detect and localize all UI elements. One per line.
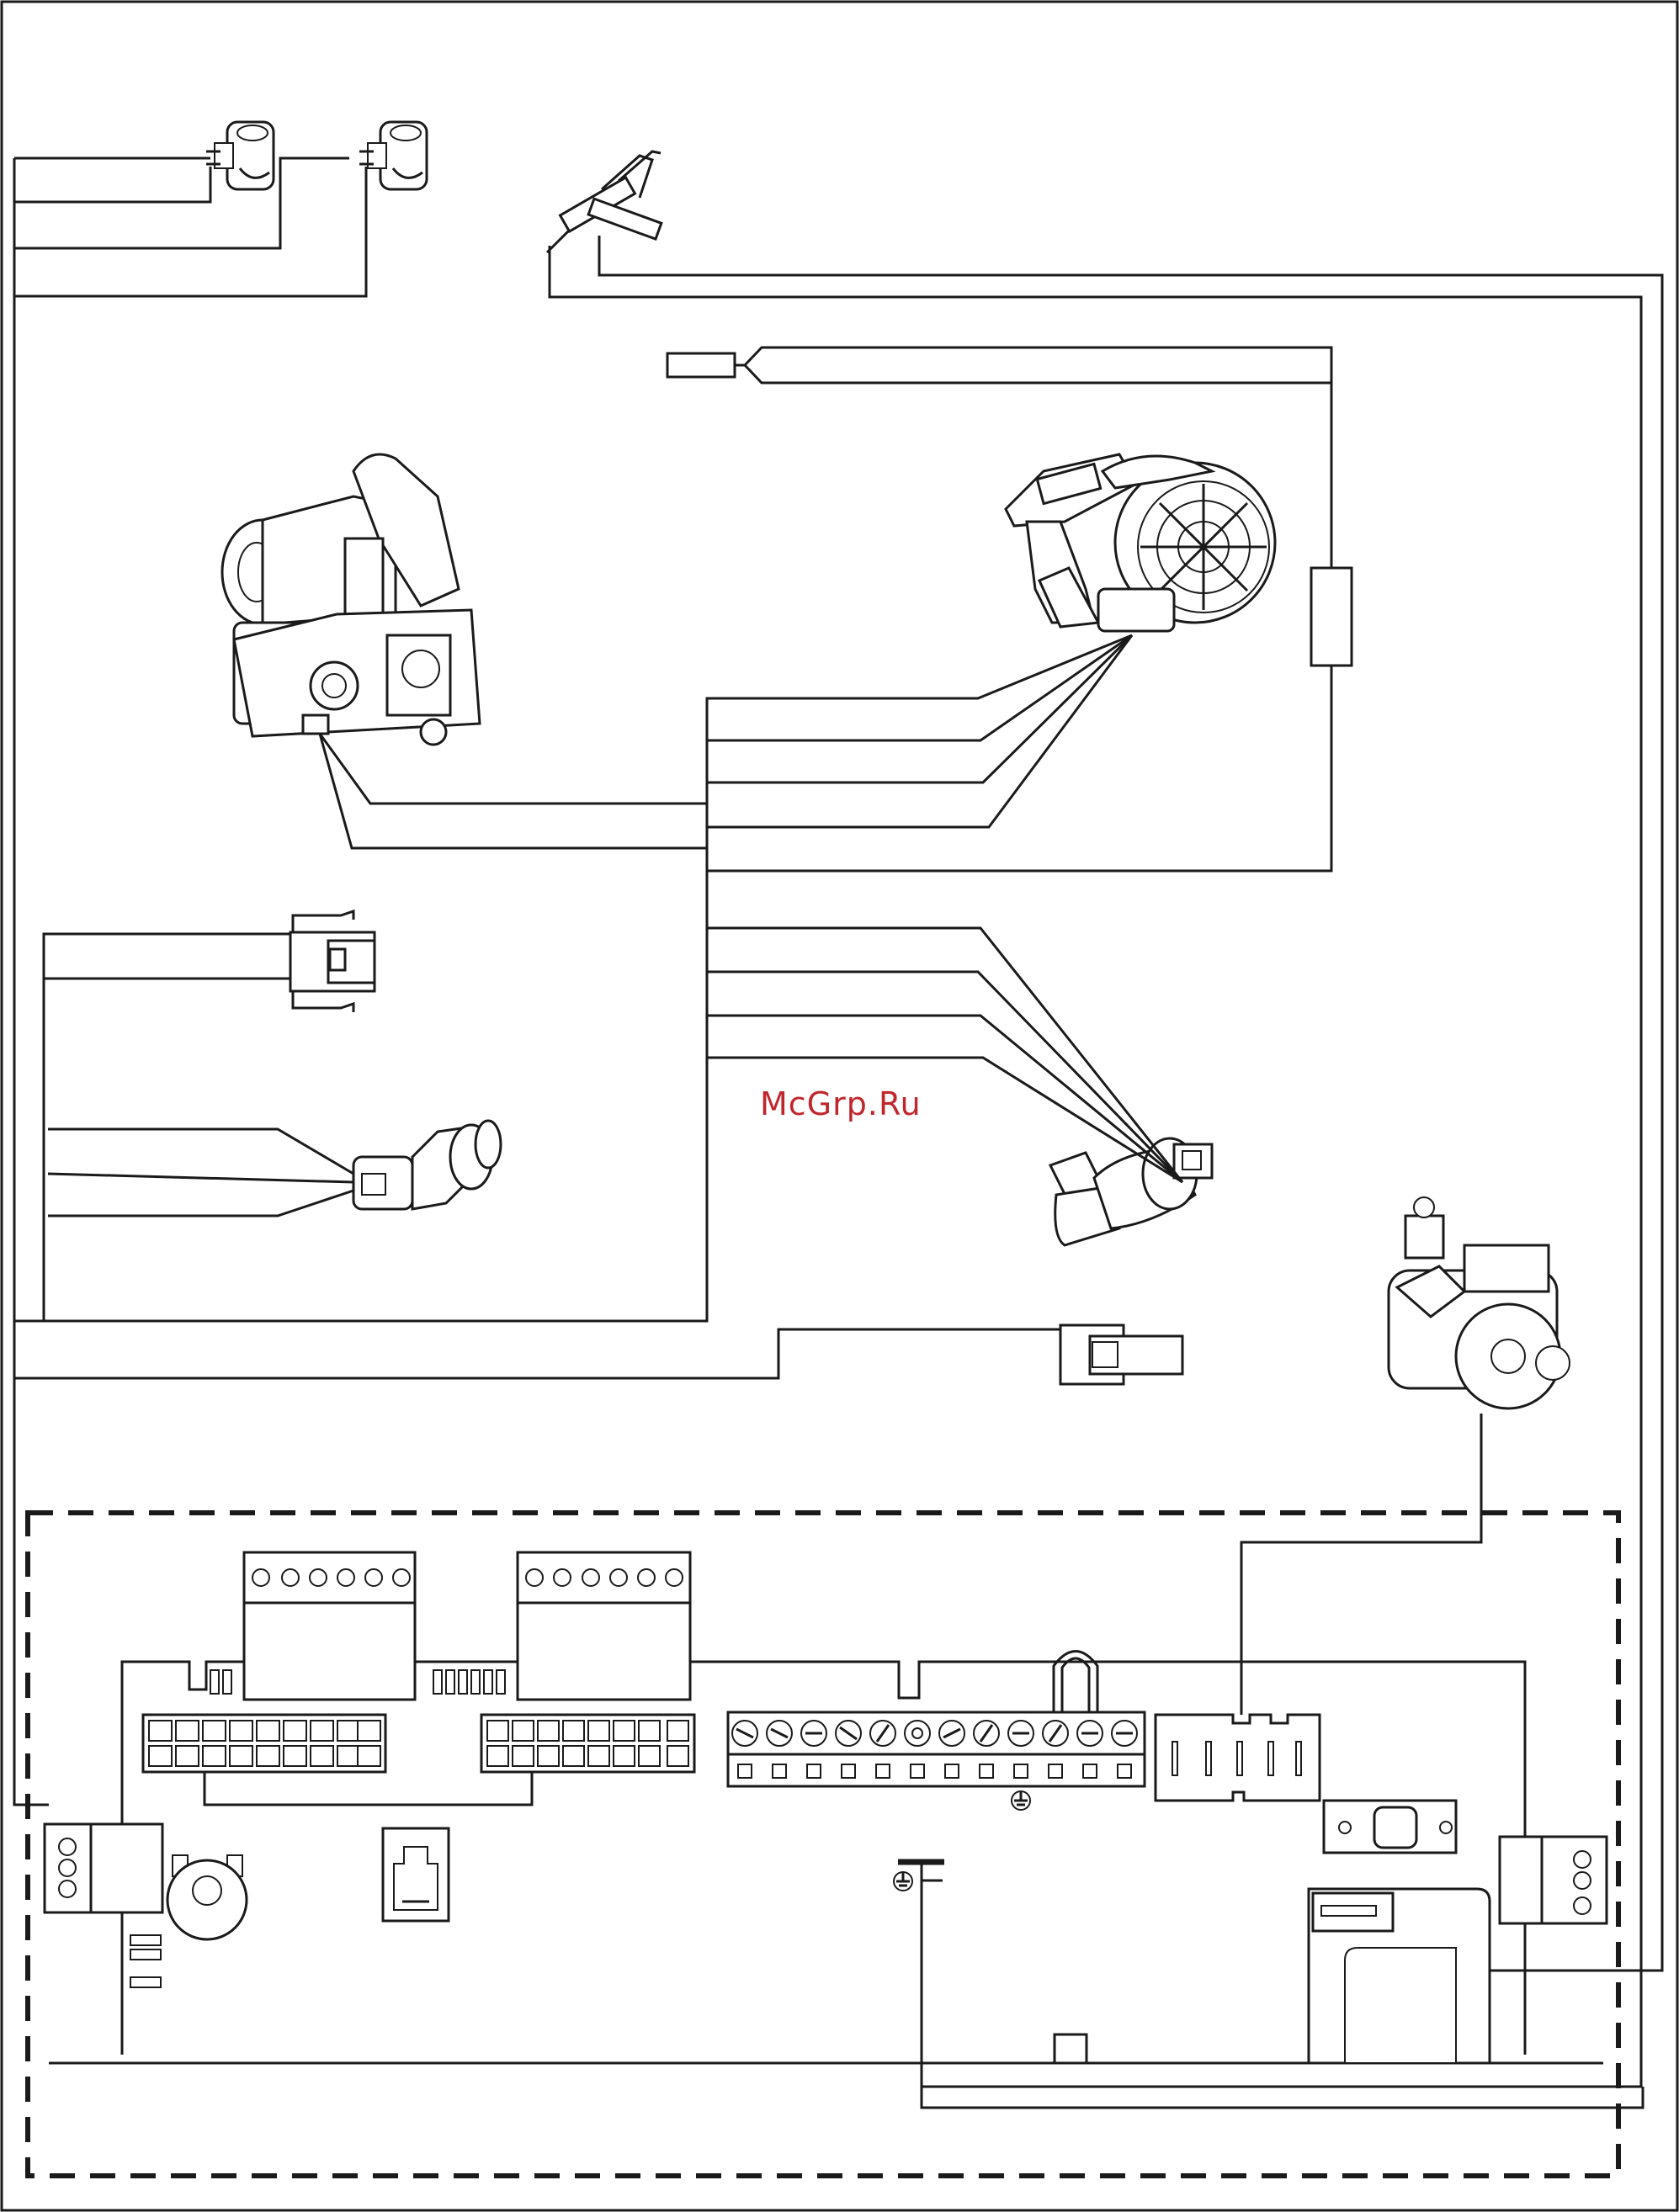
- probe-icon: [547, 151, 662, 252]
- water-pressure-switch: [290, 911, 375, 1012]
- sensor: [353, 1121, 501, 1209]
- watermark: McGrp.Ru: [760, 1085, 922, 1122]
- sensor-icon: [353, 1121, 501, 1209]
- control-board: [28, 1513, 1643, 2176]
- pin-header: [143, 1715, 385, 1772]
- fuse-holder: [1324, 1801, 1456, 1853]
- pressure-switch-icon: [290, 911, 375, 1012]
- rj-socket: [383, 1828, 449, 1921]
- gas-valve: [222, 454, 480, 745]
- electrode-icon: [359, 122, 427, 189]
- potentiometer-icon[interactable]: [167, 1855, 247, 1939]
- pump-connector: [1156, 1715, 1320, 1801]
- ground-icon: [894, 1872, 912, 1891]
- terminal-block: [1500, 1837, 1607, 1923]
- flow-sensor: [1050, 1138, 1212, 1245]
- pin-header: [481, 1715, 694, 1772]
- resistor: [1311, 568, 1352, 666]
- flame-sensor: [547, 151, 662, 252]
- screw-terminal-strip: [728, 1652, 1145, 1787]
- ground-icon: [1012, 1791, 1030, 1810]
- pump: [1389, 1197, 1570, 1408]
- board-component: [1055, 2034, 1087, 2063]
- fan: [1006, 454, 1275, 631]
- transformer: [1309, 1889, 1490, 2063]
- gas-valve-icon: [222, 454, 480, 745]
- terminal-block: [518, 1552, 690, 1700]
- terminal-block: [244, 1552, 415, 1700]
- terminal-block: [45, 1824, 162, 1912]
- ignition-electrodes: [206, 122, 427, 189]
- flow-sensor-icon: [1050, 1138, 1212, 1245]
- electrode-icon: [206, 122, 274, 189]
- connector-plug: [1060, 1325, 1182, 1384]
- fan-icon: [1006, 454, 1275, 631]
- pump-icon: [1389, 1197, 1570, 1408]
